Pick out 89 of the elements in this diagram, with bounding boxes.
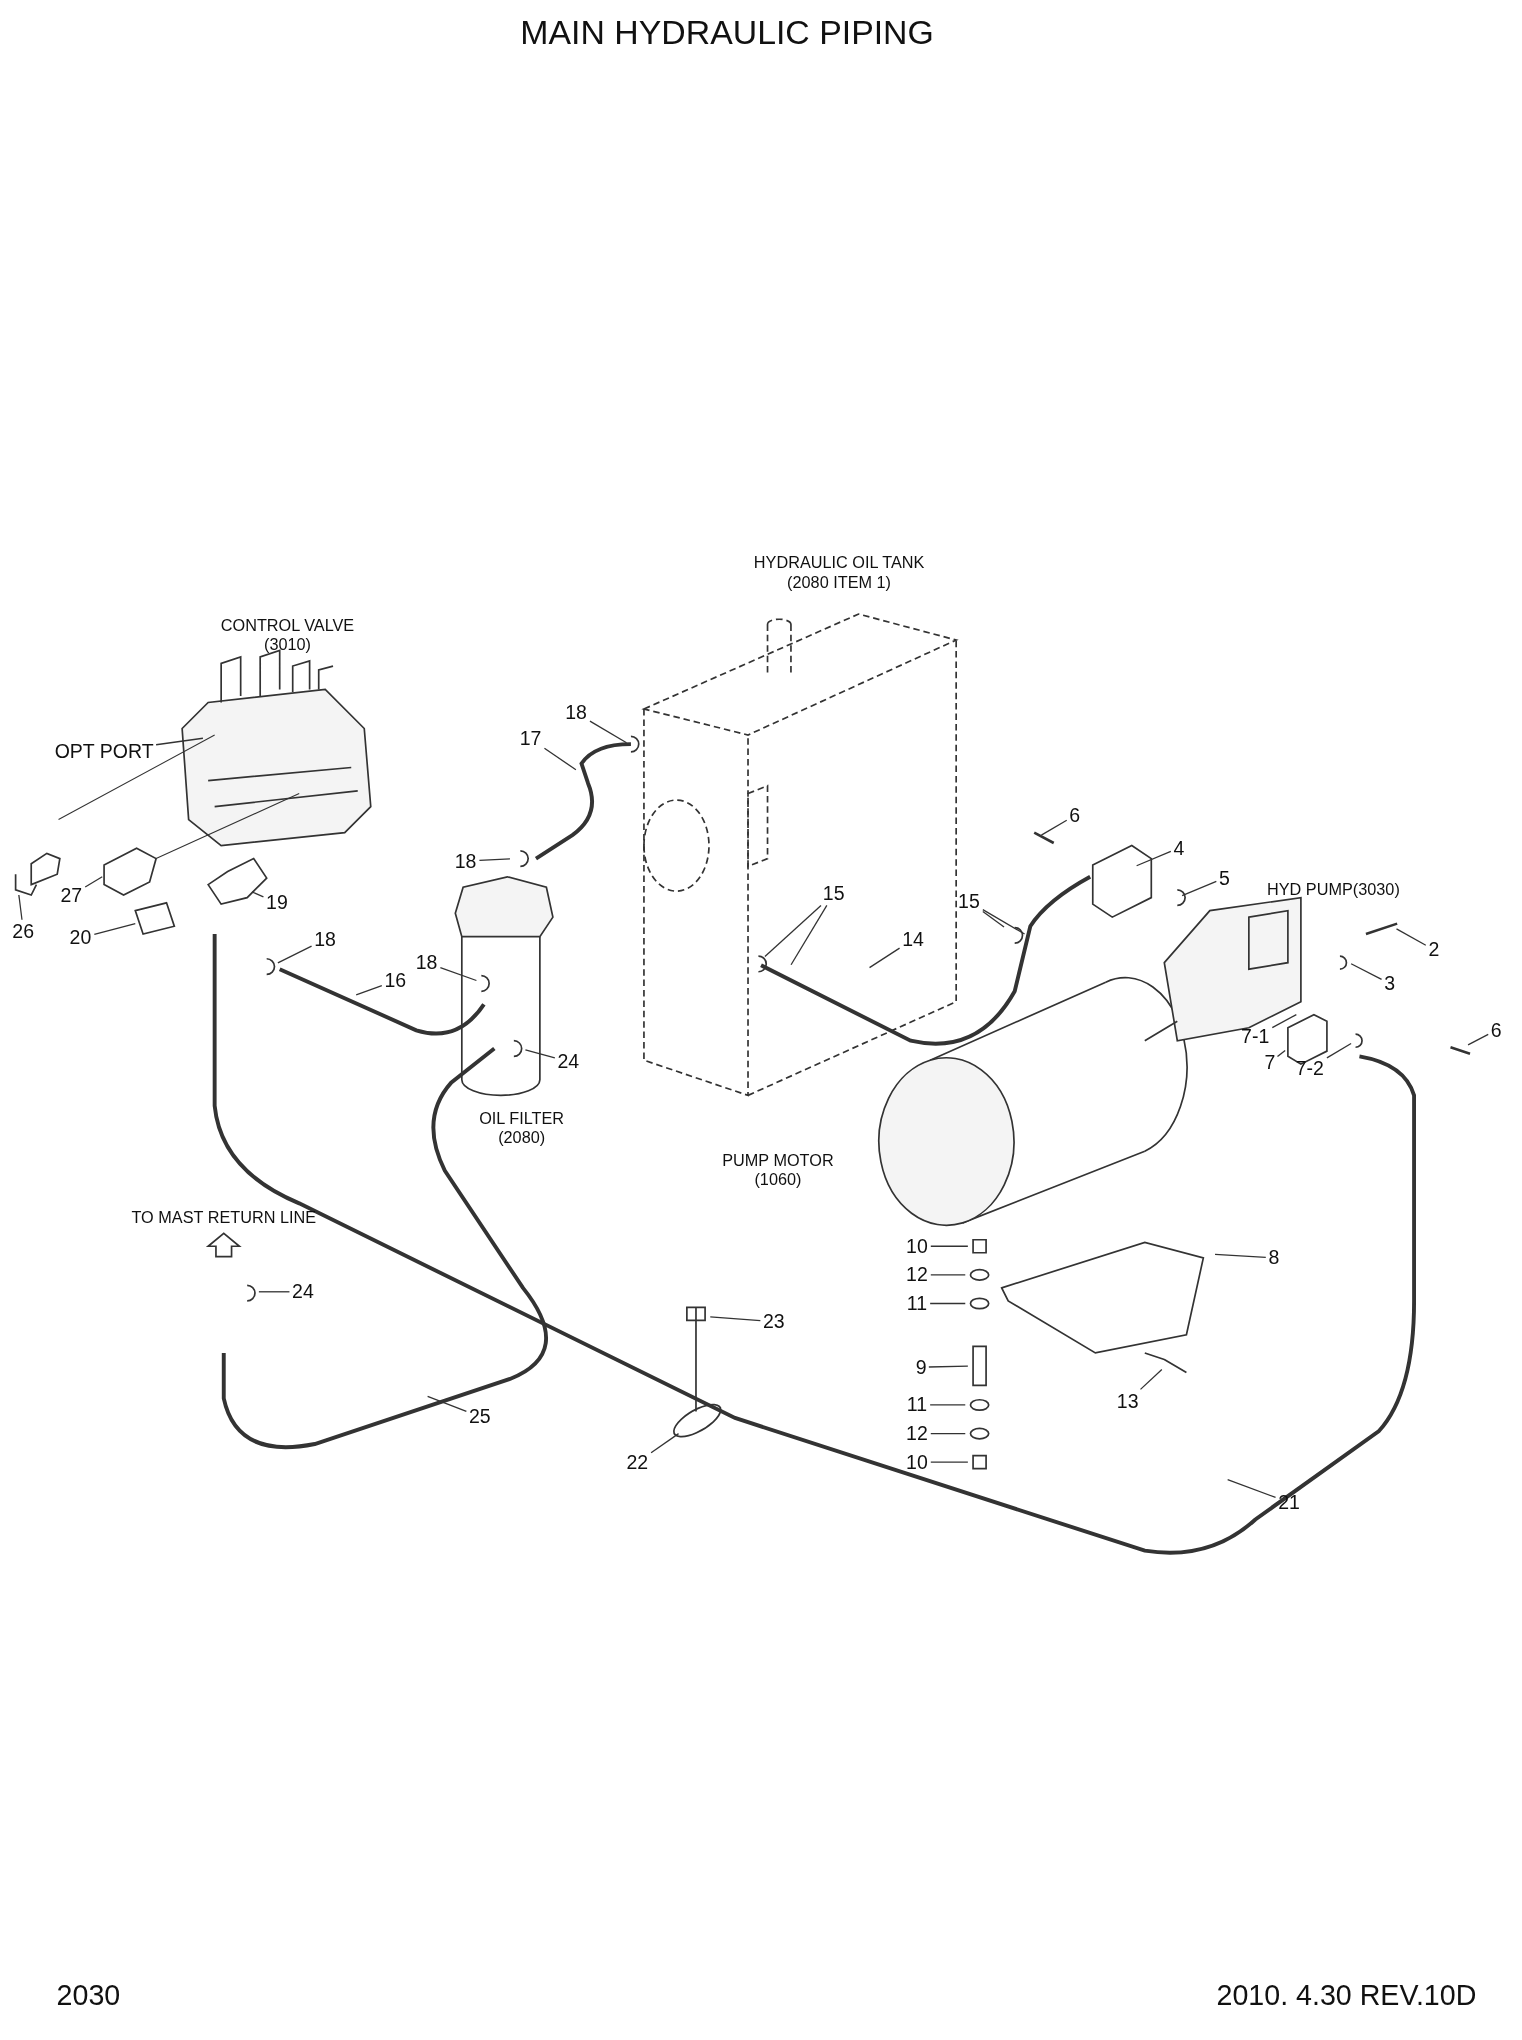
- callout-number: 19: [264, 892, 290, 914]
- leader-line: [355, 985, 383, 996]
- leader-line: [709, 1316, 762, 1322]
- leader-line: [1276, 1049, 1286, 1058]
- callout-number: 7: [1263, 1052, 1277, 1074]
- leader-line: [258, 1291, 291, 1293]
- leader-line: [929, 1302, 966, 1305]
- callout-number: 25: [467, 1406, 492, 1428]
- callout-number: 15: [956, 891, 982, 912]
- callout-number: 12: [904, 1264, 930, 1286]
- callout-number: 15: [821, 883, 846, 905]
- callout-number: 27: [59, 884, 84, 906]
- callout-number: 18: [563, 702, 589, 724]
- leader-line: [930, 1432, 966, 1435]
- leader-line: [524, 1049, 556, 1059]
- leader-line: [439, 966, 478, 982]
- leader-line: [1181, 880, 1217, 897]
- leader-line: [930, 1461, 969, 1463]
- component-label: HYDRAULIC OIL TANK (2080 ITEM 1): [752, 554, 926, 592]
- leader-line: [764, 904, 822, 958]
- callout-number: 6: [1068, 805, 1082, 827]
- leader-line: [478, 858, 511, 862]
- callout-number: 3: [1382, 973, 1397, 994]
- page-note: 2010. 4.30 REV.10D: [1215, 1979, 1478, 2012]
- leader-line: [84, 876, 103, 888]
- page-note: 2030: [55, 1979, 122, 2012]
- leader-line: [930, 1274, 966, 1276]
- pipe-clamp: [673, 1403, 722, 1438]
- callout-number: 10: [904, 1235, 930, 1257]
- callout-number: 8: [1267, 1247, 1281, 1269]
- callout-number: 9: [914, 1356, 928, 1378]
- leader-line: [929, 1404, 966, 1406]
- leader-line: [1227, 1479, 1277, 1499]
- component-label: PUMP MOTOR (1060): [721, 1151, 835, 1189]
- leader-line: [1135, 850, 1172, 867]
- callout-number: 13: [1115, 1390, 1140, 1412]
- leader-line: [1040, 819, 1068, 836]
- callout-number: 10: [904, 1451, 930, 1473]
- leader-line: [426, 1395, 467, 1412]
- component-label: OIL FILTER (2080): [478, 1109, 566, 1148]
- callout-number: 2: [1427, 939, 1441, 961]
- leader-line: [1139, 1368, 1163, 1390]
- callout-number: 6: [1489, 1019, 1503, 1041]
- leader-line: [1395, 928, 1427, 946]
- leader-line: [1326, 1042, 1352, 1059]
- callout-number: 7-1: [1239, 1026, 1271, 1048]
- leader-line: [868, 947, 901, 969]
- leader-line: [18, 894, 23, 921]
- callout-number: 7-2: [1294, 1057, 1326, 1079]
- leader-line: [93, 922, 136, 935]
- title: MAIN HYDRAULIC PIPING: [520, 13, 934, 54]
- hose-fitting: [134, 901, 176, 936]
- callout-number: 5: [1217, 867, 1232, 889]
- leader-line: [790, 904, 828, 966]
- leader-line: [928, 1365, 969, 1368]
- leader-line: [982, 908, 1026, 935]
- callout-number: 26: [11, 921, 36, 942]
- leader-line: [1350, 963, 1383, 981]
- callout-number: 14: [900, 928, 926, 950]
- leader-line: [1214, 1253, 1267, 1259]
- callout-number: 21: [1276, 1492, 1302, 1513]
- callout-number: 24: [290, 1281, 316, 1303]
- callout-label: OPT PORT: [53, 741, 155, 763]
- callout-number: 4: [1172, 837, 1186, 859]
- callout-number: 18: [414, 952, 439, 974]
- callout-number: 18: [453, 850, 478, 872]
- leader-line: [277, 945, 313, 964]
- leader-line: [982, 910, 1005, 928]
- leader-line: [1467, 1033, 1489, 1046]
- callout-number: 11: [905, 1293, 929, 1314]
- callout-number: 12: [904, 1423, 930, 1444]
- callout-number: 16: [383, 970, 408, 992]
- leader-line: [589, 720, 628, 744]
- callout-number: 20: [68, 927, 93, 949]
- leader-line: [1271, 1013, 1297, 1029]
- callout-number: 18: [312, 928, 338, 950]
- component-label: CONTROL VALVE (3010): [219, 616, 356, 655]
- callout-number: 24: [556, 1051, 581, 1072]
- callout-number: 11: [905, 1394, 929, 1416]
- callout-number: 17: [518, 728, 543, 750]
- leader-line: [155, 737, 204, 746]
- component-label: TO MAST RETURN LINE: [130, 1208, 318, 1228]
- leader-line: [930, 1245, 969, 1247]
- callout-number: 23: [761, 1311, 786, 1333]
- leader-line: [650, 1432, 680, 1454]
- leader-line: [543, 747, 577, 771]
- component-label: HYD PUMP(3030): [1266, 880, 1401, 900]
- callout-number: 22: [625, 1451, 650, 1473]
- leader-line: [251, 891, 265, 898]
